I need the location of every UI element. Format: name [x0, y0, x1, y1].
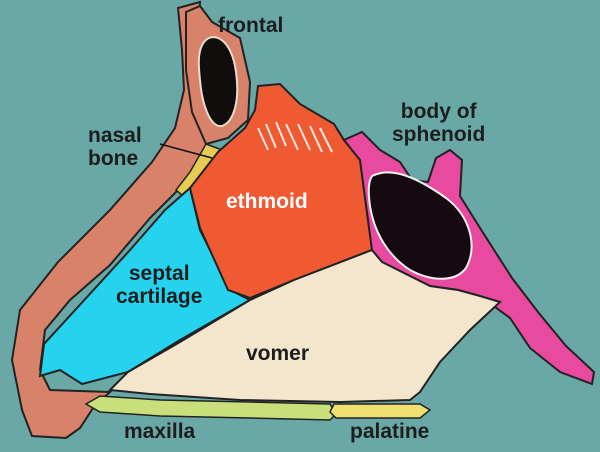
label-frontal: frontal — [218, 14, 284, 37]
label-sphenoid: body of sphenoid — [392, 100, 485, 146]
label-septal-line1: septal — [128, 262, 190, 285]
label-septal-line2: cartilage — [116, 285, 203, 309]
palatine — [329, 403, 432, 419]
label-septal-cartilage: septal cartilage — [116, 262, 202, 308]
label-sphenoid-line1: body of — [400, 100, 477, 123]
label-nasal-bone-line1: nasal — [88, 124, 142, 147]
label-nasal-bone-line2: bone — [88, 147, 139, 171]
label-maxilla: maxilla — [124, 420, 196, 443]
label-vomer: vomer — [246, 342, 310, 365]
label-palatine: palatine — [350, 420, 430, 443]
label-nasal-bone: nasal bone — [88, 124, 142, 170]
frontal-sinus — [197, 36, 239, 128]
nasal-bone-pointer — [159, 143, 213, 159]
vomer — [107, 248, 502, 404]
label-ethmoid: ethmoid — [226, 190, 308, 213]
sphenoid-sinus — [367, 171, 473, 280]
cribriform-plate — [257, 121, 333, 153]
label-sphenoid-line2: sphenoid — [392, 123, 486, 147]
